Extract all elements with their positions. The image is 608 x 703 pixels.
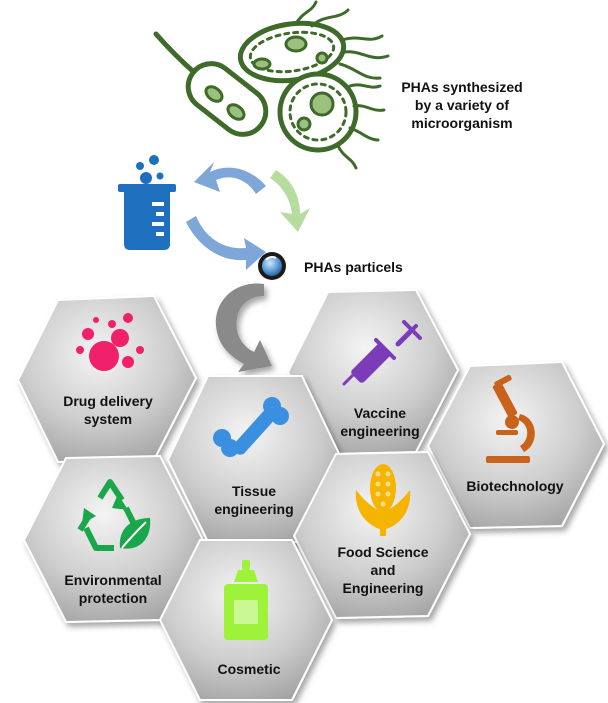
arrow-from-bacteria	[270, 170, 310, 232]
svg-text:Biotechnology: Biotechnology	[466, 478, 563, 494]
bottle-icon	[224, 560, 268, 640]
microscope-icon	[486, 374, 535, 463]
food-line-3: Engineering	[343, 580, 424, 596]
svg-text:system: system	[84, 411, 132, 427]
hex-cosmetic: Cosmetic	[158, 539, 334, 701]
food-line-1: Food Science	[337, 544, 428, 560]
hex-environmental: Environmental protection	[22, 454, 204, 624]
beaker-icon	[118, 155, 176, 250]
drug-delivery-line-2: system	[84, 411, 132, 427]
svg-text:engineering: engineering	[340, 423, 419, 439]
syringe-icon	[342, 320, 422, 386]
svg-text:microorganism: microorganism	[411, 115, 512, 131]
svg-text:PHAs particels: PHAs particels	[304, 259, 403, 275]
vaccine-line-1: Vaccine	[354, 405, 406, 421]
svg-text:by a variety of: by a variety of	[415, 97, 509, 113]
bubbles-icon	[76, 313, 144, 371]
microorganism-caption: PHAs synthesized by a variety of microor…	[401, 79, 522, 131]
particle-icon	[258, 252, 286, 280]
tissue-line-2: engineering	[214, 501, 293, 517]
hex-tissue: Tissue engineering	[166, 375, 344, 543]
hex-vaccine: Vaccine engineering	[286, 288, 460, 456]
bone-icon	[213, 397, 289, 457]
caption-line-2: by a variety of	[415, 97, 509, 113]
svg-text:Environmental: Environmental	[64, 572, 161, 588]
hex-biotechnology: Biotechnology	[426, 360, 606, 530]
recycle-leaf-icon	[77, 479, 151, 551]
svg-text:and: and	[371, 562, 396, 578]
svg-text:protection: protection	[79, 590, 147, 606]
drug-delivery-line-1: Drug delivery	[63, 393, 153, 409]
cycle-arrows	[186, 162, 310, 270]
arrow-to-applications	[215, 283, 272, 372]
rod-cell	[185, 61, 269, 137]
caption-line-1: PHAs synthesized	[401, 79, 522, 95]
cosmetic-label: Cosmetic	[217, 661, 280, 677]
caption-line-3: microorganism	[411, 115, 512, 131]
svg-text:Drug delivery: Drug delivery	[63, 393, 153, 409]
svg-text:engineering: engineering	[214, 501, 293, 517]
flagellum	[153, 31, 199, 77]
svg-text:Cosmetic: Cosmetic	[217, 661, 280, 677]
svg-text:PHAs synthesized: PHAs synthesized	[401, 79, 522, 95]
svg-text:Food Science: Food Science	[337, 544, 428, 560]
svg-text:Tissue: Tissue	[232, 483, 276, 499]
environmental-line-1: Environmental	[64, 572, 161, 588]
biotechnology-label: Biotechnology	[466, 478, 563, 494]
hex-food: Food Science and Engineering	[292, 450, 472, 620]
svg-text:Engineering: Engineering	[343, 580, 424, 596]
bacteria-icon	[153, 0, 390, 170]
particles-label: PHAs particels	[304, 259, 403, 275]
hex-drug-delivery: Drug delivery system	[16, 294, 198, 464]
vaccine-line-2: engineering	[340, 423, 419, 439]
corn-icon	[355, 464, 411, 536]
arrow-to-beaker	[194, 162, 266, 194]
environmental-line-2: protection	[79, 590, 147, 606]
food-line-2: and	[371, 562, 396, 578]
tissue-line-1: Tissue	[232, 483, 276, 499]
arrow-to-particles	[186, 216, 266, 270]
svg-text:Vaccine: Vaccine	[354, 405, 406, 421]
